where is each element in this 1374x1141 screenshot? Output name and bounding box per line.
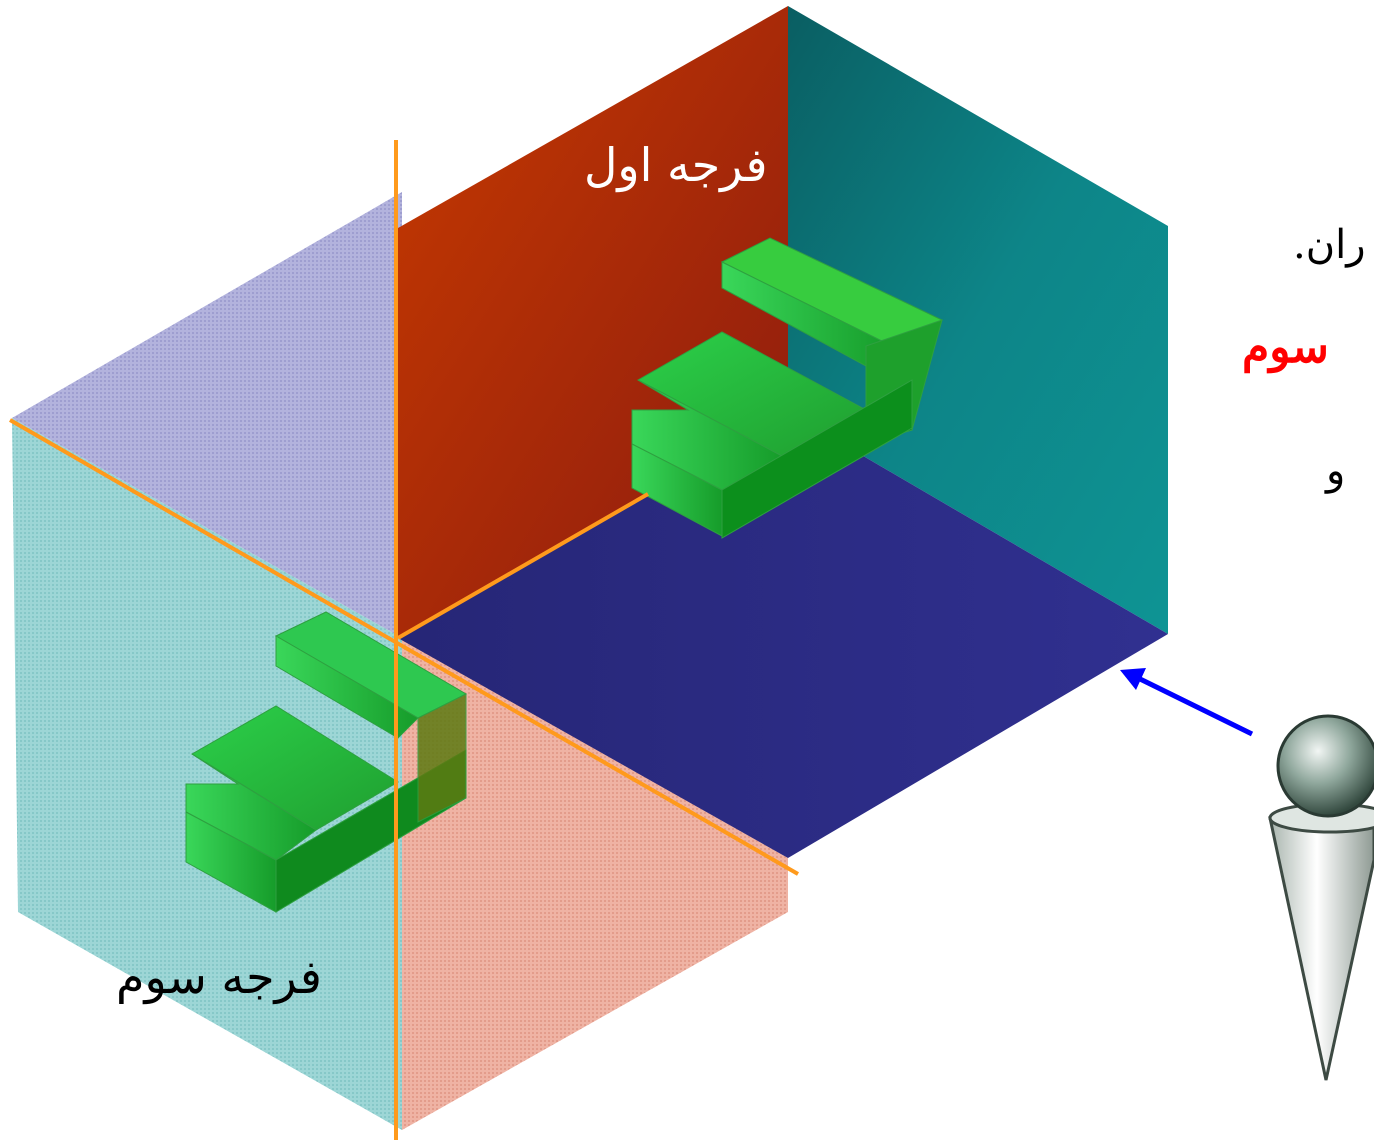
- vertical-plane-red: [398, 6, 788, 638]
- object-1-right-block: [721, 379, 913, 539]
- observer-figure: [1268, 714, 1374, 1081]
- lower-left-plane-cyan: [12, 418, 402, 1130]
- object-3-right-wall: [417, 693, 467, 823]
- side-text-line-1: ران.: [1293, 222, 1366, 268]
- horizontal-plane-blue: [398, 412, 1168, 858]
- object-first-angle: [631, 237, 944, 539]
- object-third-angle: [185, 611, 468, 913]
- axes: [9, 140, 799, 1140]
- viewing-arrow: [1120, 668, 1254, 737]
- side-plane-teal: [788, 6, 1168, 634]
- upper-left-plane-lavender: [12, 192, 402, 638]
- left-diagonal-axis: [9, 418, 799, 876]
- first-angle-label: فرجه اول: [584, 138, 768, 192]
- upper-right-diagonal-axis: [397, 492, 649, 640]
- side-text-line-3: و: [1326, 448, 1346, 494]
- observer-cone: [1268, 816, 1374, 1081]
- observer-head: [1276, 714, 1374, 818]
- side-text-line-2: سوم: [1242, 322, 1329, 373]
- lower-right-plane-salmon: [402, 638, 788, 1130]
- third-angle-label: فرجه سوم: [116, 950, 322, 1004]
